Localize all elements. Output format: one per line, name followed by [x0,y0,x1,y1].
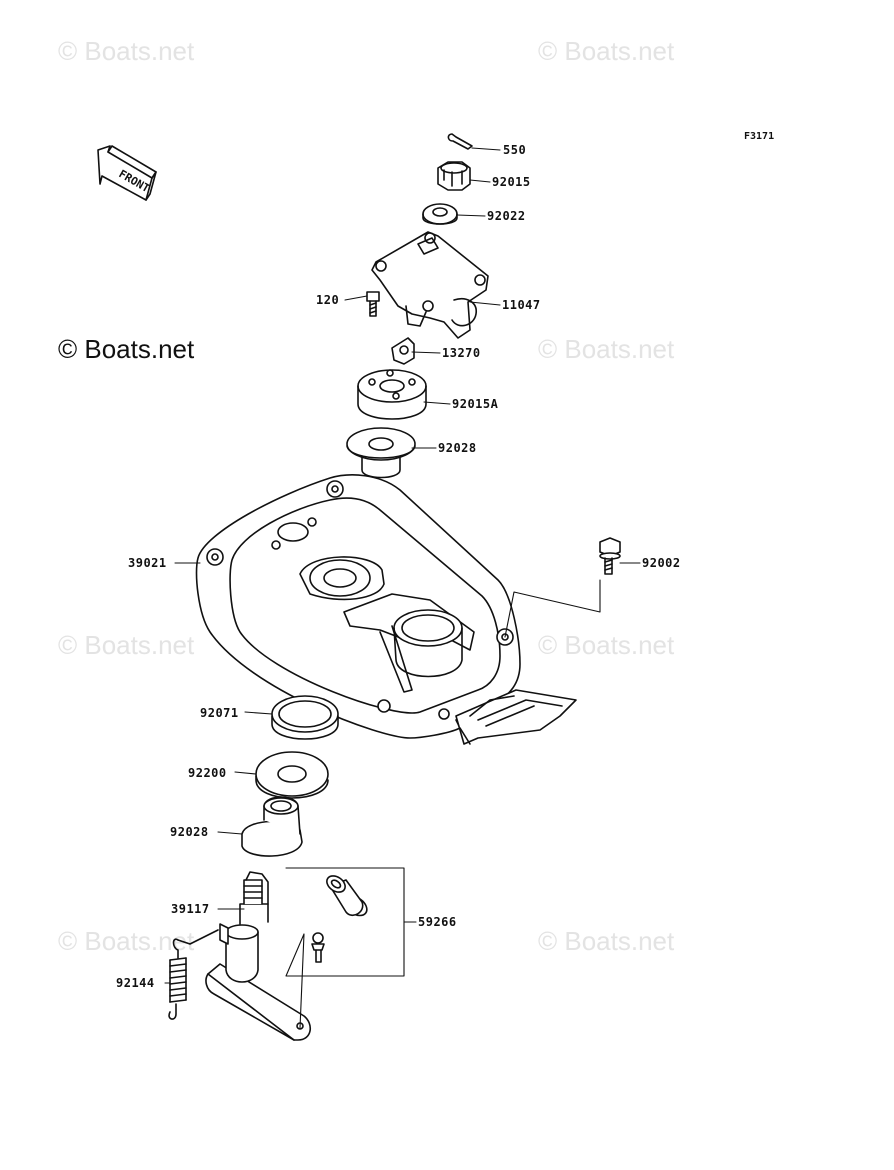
seal-icon [271,695,339,740]
watermark: © Boats.net [58,926,195,956]
part-number-13270: 13270 [442,346,481,360]
part-number-92002: 92002 [642,556,681,570]
flat-washer-icon [255,751,329,799]
cotter-pin-icon [447,133,473,150]
part-number-59266: 59266 [418,915,457,929]
part-number-39117: 39117 [171,902,210,916]
part-number-550: 550 [503,143,527,157]
part-number-92144: 92144 [116,976,155,990]
diagram-code: F3171 [744,131,775,142]
watermark: © Boats.net [538,334,675,364]
part-number-92071: 92071 [200,706,239,720]
part-number-92015a: 92015A [452,397,499,411]
watermark: © Boats.net [538,630,675,660]
flange-bolt-icon [599,537,621,575]
part-number-92022: 92022 [487,209,526,223]
part-number-120: 120 [316,293,340,307]
clip-icon [391,337,415,365]
ball-joint-icon [311,932,325,963]
knob-icon [326,875,368,917]
bracket-icon [371,231,489,339]
spring-icon [168,929,219,1020]
part-number-92028-lower: 92028 [170,825,209,839]
front-arrow-icon [97,145,157,201]
part-number-92015: 92015 [492,175,531,189]
bushing-icon [241,796,303,857]
watermark: © Boats.net [538,926,675,956]
part-number-11047: 11047 [502,298,541,312]
part-number-92200: 92200 [188,766,227,780]
watermark: © Boats.net [58,630,195,660]
bolt-icon [366,291,380,317]
part-number-92028-upper: 92028 [438,441,477,455]
mounting-plate-icon [195,474,577,745]
shaft-lever-icon [205,871,311,1041]
bushing-icon [346,427,416,479]
washer-icon [422,203,458,225]
watermark: © Boats.net [58,36,195,66]
watermark-main: © Boats.net [58,334,195,364]
flanged-nut-icon [357,369,427,420]
part-number-39021: 39021 [128,556,167,570]
watermark: © Boats.net [538,36,675,66]
castle-nut-icon [437,161,471,191]
leader-lines [164,147,641,1029]
